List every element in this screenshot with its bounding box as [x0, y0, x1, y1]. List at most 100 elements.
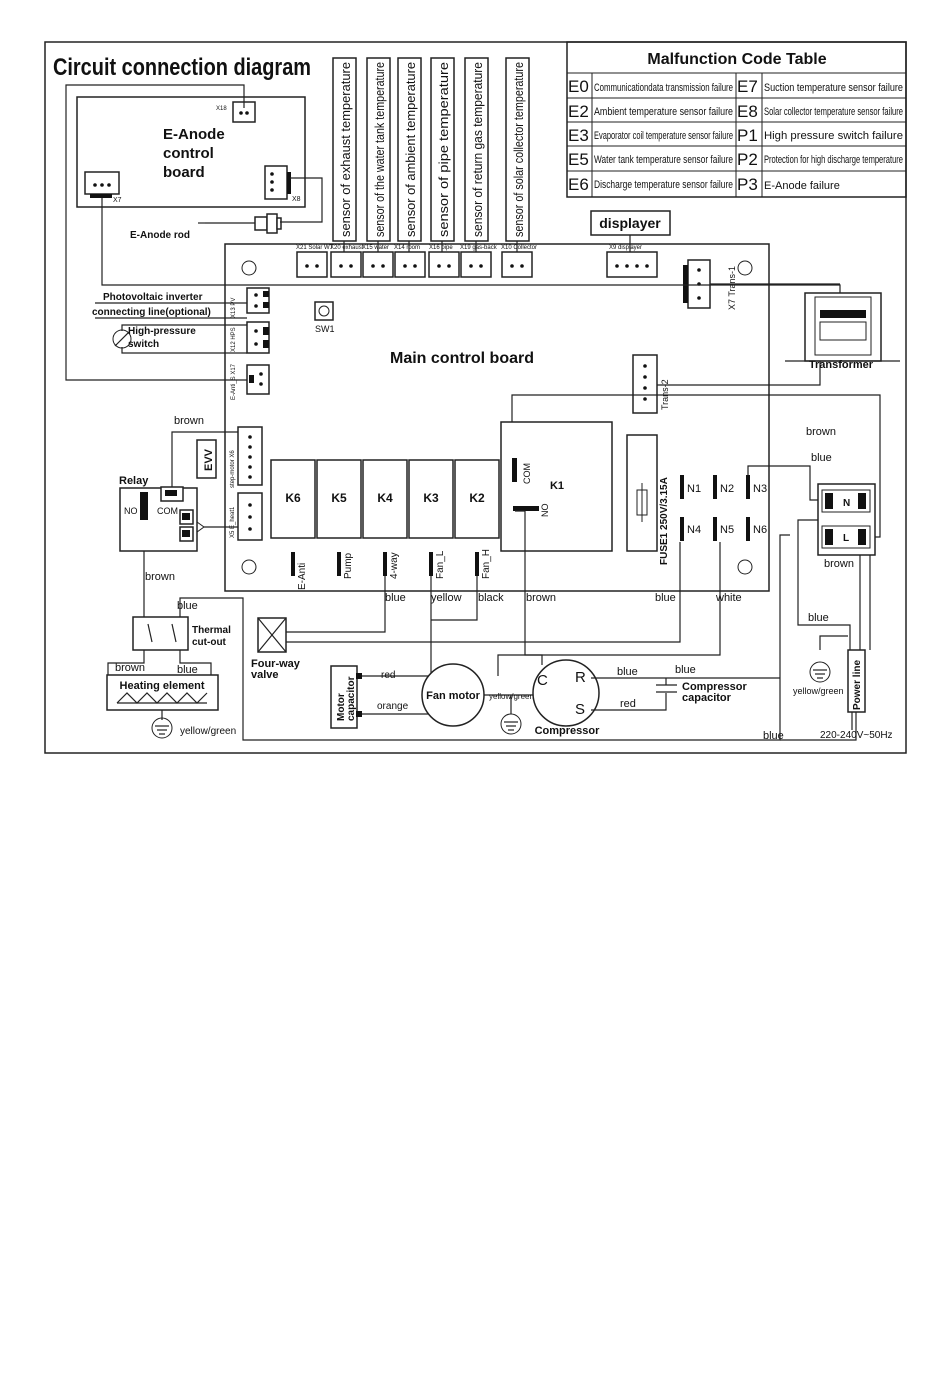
- sensor-boxes: sensor of exhaust temperature sensor of …: [332, 57, 530, 242]
- port-x16: X16 pipe: [429, 245, 453, 251]
- port-x15: X15 water: [362, 245, 389, 251]
- code-e5: E5: [568, 150, 589, 169]
- fuse-label: FUSE1 250V/3.15A: [659, 477, 670, 565]
- sensor-exhaust: sensor of exhaust temperature: [338, 62, 353, 237]
- transformer-label: Transformer: [809, 359, 874, 371]
- relay-label-fan-l: Fan_L: [435, 550, 446, 579]
- sensor-pipe: sensor of pipe temperature: [436, 62, 451, 237]
- ground-icon-power: [809, 661, 831, 683]
- compressor-label: Compressor: [535, 725, 601, 737]
- neutral-n6: N6: [753, 524, 767, 536]
- neutral-n3: N3: [753, 483, 767, 495]
- wire-brown-terminal: brown: [824, 558, 854, 570]
- main-board-title: Main control board: [390, 350, 534, 367]
- relay-com: COM: [157, 506, 178, 516]
- eanode-rod-label: E-Anode rod: [130, 230, 190, 241]
- wires-top: [65, 84, 841, 386]
- evv-label: EVV: [203, 448, 215, 471]
- hp-label-1: High-pressure: [128, 326, 196, 337]
- desc-p2: Protection for high discharge temperatur…: [764, 154, 903, 166]
- desc-p3: E-Anode failure: [764, 180, 840, 192]
- code-p2: P2: [737, 150, 758, 169]
- relay-title: Relay: [119, 475, 149, 487]
- eanode-x7: X7: [113, 197, 122, 204]
- neutral-n2: N2: [720, 483, 734, 495]
- hp-switch-symbol: [112, 329, 132, 349]
- relay-k3: K3: [423, 491, 439, 505]
- port-x19: X19 gas-back: [460, 245, 498, 251]
- sw1-label: SW1: [315, 324, 335, 334]
- power-line-label: Power line: [852, 660, 863, 710]
- code-p3: P3: [737, 175, 758, 194]
- ground-icon-heating: [151, 717, 173, 739]
- malfunction-code-table: Malfunction Code Table E0 Communicationd…: [566, 41, 907, 198]
- code-e0: E0: [568, 77, 589, 96]
- relay-k5: K5: [331, 491, 347, 505]
- desc-e6: Discharge temperature sensor failure: [594, 179, 733, 191]
- four-way-label-2: valve: [251, 669, 279, 681]
- wire-blue-n3: blue: [811, 452, 832, 464]
- thermal-label-1: Thermal: [192, 625, 231, 636]
- relay-k6: K6: [285, 491, 301, 505]
- main-control-board: Main control board X21 Solar WT X20 exha…: [196, 243, 770, 592]
- main-wiring-right: brown blue blue blue: [511, 394, 881, 742]
- port-eheat-x5: X5 E_heat1: [230, 506, 236, 538]
- port-x9: X9 displayer: [609, 245, 642, 251]
- heating-element: Heating element yellow/green: [106, 674, 236, 739]
- k1-com: COM: [522, 463, 532, 484]
- pv-label-1: Photovoltaic inverter: [103, 292, 203, 303]
- port-x10: X10 Collector: [501, 245, 537, 251]
- relay-k1: K1: [550, 480, 564, 492]
- compressor-capacitor: Compressor capacitor blue: [656, 664, 780, 704]
- motor-cap-label-1: Motor: [336, 693, 347, 721]
- eanode-rod: E-Anode rod: [130, 213, 282, 241]
- sensor-water-tank: sensor of the water tank temperature: [372, 62, 387, 237]
- k1-no: NO: [540, 504, 550, 518]
- relay-label-fan-h: Fan_H: [481, 549, 492, 579]
- wire-orange-motorcap: orange: [377, 701, 409, 712]
- sensor-return-gas: sensor of return gas temperature: [470, 62, 485, 237]
- eanode-control-board: E-Anode control board X18 X7 X8: [76, 96, 306, 208]
- wire-brown-heat: brown: [115, 662, 145, 674]
- wire-red-motorcap: red: [381, 670, 395, 681]
- wire-brown-relay: brown: [174, 415, 204, 427]
- transformer: Transformer: [785, 292, 900, 371]
- wire-blue-comp-cap: blue: [675, 664, 696, 676]
- wire-blue-heat: blue: [177, 664, 198, 676]
- diagram-title: Circuit connection diagram: [53, 54, 311, 81]
- thermal-cutout: Thermal cut-out blue brown blue: [107, 534, 790, 741]
- port-eanti-x17: E-Anti_S X17: [231, 363, 237, 400]
- compressor-s: S: [575, 701, 585, 718]
- code-e8: E8: [737, 102, 758, 121]
- compressor-c: C: [537, 672, 548, 689]
- compressor: C R S Compressor blue red: [515, 510, 667, 737]
- heating-label: Heating element: [120, 680, 205, 692]
- port-x21: X21 Solar WT: [296, 245, 334, 251]
- diagram-frame: [44, 41, 907, 754]
- wire-yellow-green-power: yellow/green: [793, 686, 844, 696]
- compressor-r: R: [575, 669, 586, 686]
- relay-label-pump: Pump: [343, 552, 354, 579]
- hp-label-2: switch: [128, 339, 159, 350]
- relay-no: NO: [124, 506, 138, 516]
- fan-motor: Fan motor yellow/green: [421, 542, 721, 735]
- four-way-valve: Four-way valve: [251, 542, 681, 681]
- port-x12-hps: X12 HPS: [231, 327, 237, 352]
- eanode-x8: X8: [292, 196, 301, 203]
- eanode-x18: X18: [216, 106, 227, 112]
- relay-label-eanti: E-Anti: [297, 563, 308, 590]
- wire-blue-power: blue: [808, 612, 829, 624]
- displayer-label: displayer: [599, 215, 661, 231]
- wire-blue-comp-r: blue: [617, 666, 638, 678]
- sensor-ambient: sensor of ambient temperature: [403, 62, 418, 237]
- port-step-motor-x6: step-motor X6: [230, 450, 236, 488]
- neutral-n4: N4: [687, 524, 701, 536]
- ground-icon-fan: [500, 713, 522, 735]
- desc-e7: Suction temperature sensor failure: [764, 82, 903, 94]
- desc-e2: Ambient temperature sensor failure: [594, 106, 733, 118]
- desc-p1: High pressure switch failure: [764, 130, 903, 142]
- motor-cap-label-2: capacitor: [346, 676, 357, 721]
- code-e7: E7: [737, 77, 758, 96]
- sensor-solar-collector: sensor of solar collector temperature: [511, 62, 526, 237]
